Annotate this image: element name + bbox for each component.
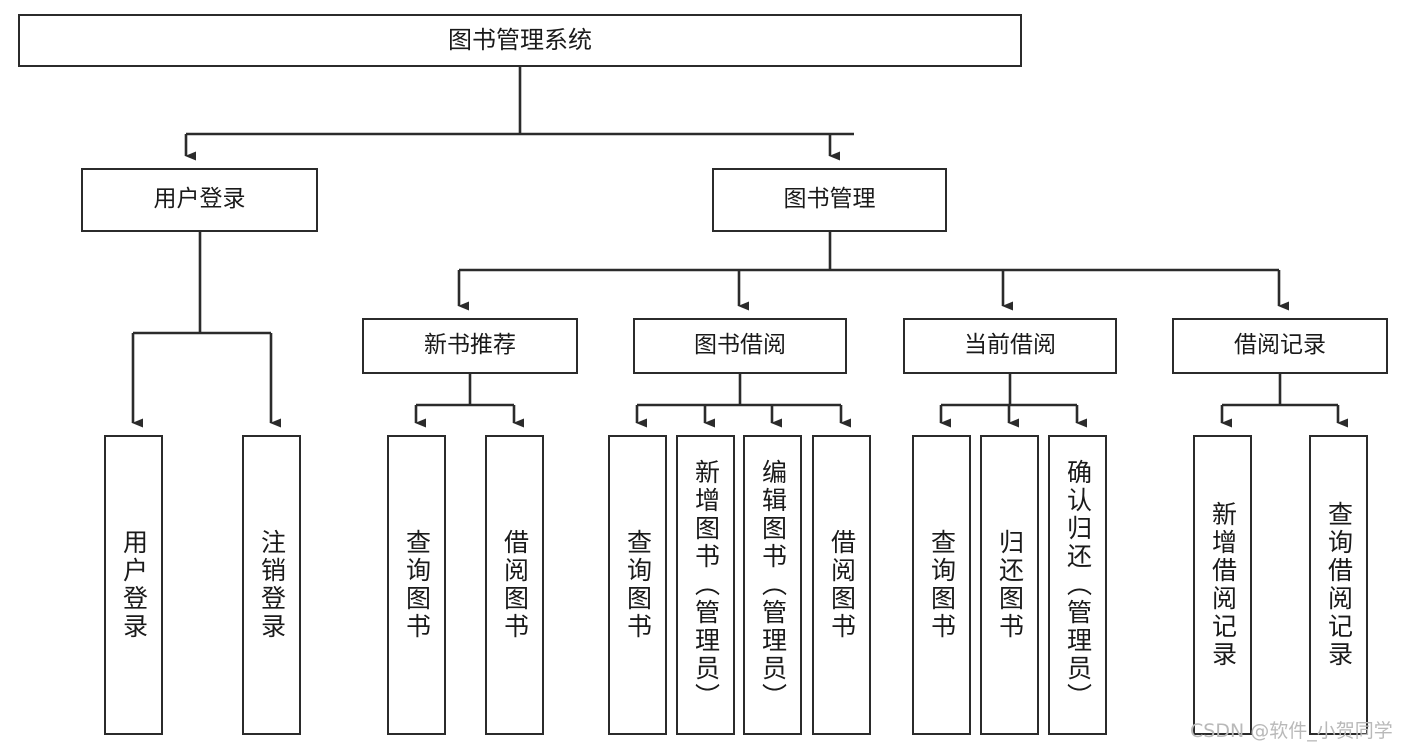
node-current-borrow[interactable]: 当前借阅 xyxy=(903,318,1117,374)
node-leaf-confirm-return[interactable]: 确认归还（管理员） xyxy=(1048,435,1107,735)
node-leaf-query-book-b-label: 查询图书 xyxy=(623,529,653,641)
node-leaf-return-book[interactable]: 归还图书 xyxy=(980,435,1039,735)
node-leaf-edit-book[interactable]: 编辑图书（管理员） xyxy=(743,435,802,735)
node-leaf-logout-label: 注销登录 xyxy=(257,529,287,641)
node-leaf-add-record-label: 新增借阅记录 xyxy=(1208,501,1238,669)
node-leaf-query-book-b[interactable]: 查询图书 xyxy=(608,435,667,735)
node-user-login[interactable]: 用户登录 xyxy=(81,168,318,232)
node-book-manage[interactable]: 图书管理 xyxy=(712,168,947,232)
node-leaf-query-record[interactable]: 查询借阅记录 xyxy=(1309,435,1368,735)
node-leaf-edit-book-label: 编辑图书（管理员） xyxy=(758,459,788,711)
node-user-login-label: 用户登录 xyxy=(153,186,246,213)
node-book-borrow[interactable]: 图书借阅 xyxy=(633,318,847,374)
node-leaf-borrow-book-a[interactable]: 借阅图书 xyxy=(485,435,544,735)
node-leaf-query-book-a-label: 查询图书 xyxy=(402,529,432,641)
node-book-borrow-label: 图书借阅 xyxy=(694,332,786,359)
node-leaf-query-record-label: 查询借阅记录 xyxy=(1324,501,1354,669)
node-leaf-query-book-c-label: 查询图书 xyxy=(927,529,957,641)
node-borrow-record-label: 借阅记录 xyxy=(1234,332,1326,359)
node-leaf-query-book-a[interactable]: 查询图书 xyxy=(387,435,446,735)
node-root-label: 图书管理系统 xyxy=(448,26,592,55)
node-leaf-confirm-return-label: 确认归还（管理员） xyxy=(1063,459,1093,711)
node-leaf-user-login[interactable]: 用户登录 xyxy=(104,435,163,735)
node-leaf-add-book-label: 新增图书（管理员） xyxy=(691,459,721,711)
node-new-book-recommend[interactable]: 新书推荐 xyxy=(362,318,578,374)
node-leaf-add-record[interactable]: 新增借阅记录 xyxy=(1193,435,1252,735)
node-leaf-user-login-label: 用户登录 xyxy=(119,529,149,641)
node-leaf-borrow-book-a-label: 借阅图书 xyxy=(500,529,530,641)
node-book-manage-label: 图书管理 xyxy=(783,186,876,213)
node-current-borrow-label: 当前借阅 xyxy=(964,332,1056,359)
node-borrow-record[interactable]: 借阅记录 xyxy=(1172,318,1388,374)
node-leaf-logout[interactable]: 注销登录 xyxy=(242,435,301,735)
node-leaf-borrow-book-b-label: 借阅图书 xyxy=(827,529,857,641)
node-leaf-query-book-c[interactable]: 查询图书 xyxy=(912,435,971,735)
node-new-book-recommend-label: 新书推荐 xyxy=(424,332,516,359)
node-leaf-return-book-label: 归还图书 xyxy=(995,529,1025,641)
node-leaf-add-book[interactable]: 新增图书（管理员） xyxy=(676,435,735,735)
node-leaf-borrow-book-b[interactable]: 借阅图书 xyxy=(812,435,871,735)
node-root[interactable]: 图书管理系统 xyxy=(18,14,1022,67)
